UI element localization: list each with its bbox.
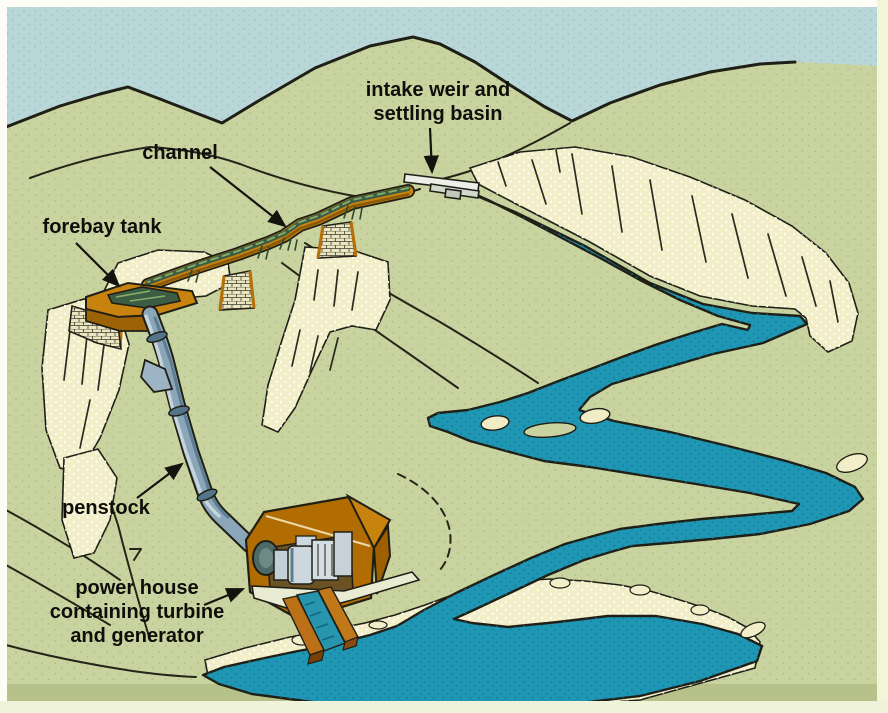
annotation-arrows bbox=[75, 127, 439, 607]
power-house bbox=[244, 493, 421, 665]
mountain-ridge-line bbox=[4, 35, 797, 129]
cliff-gully-strokes bbox=[497, 149, 839, 323]
turbine-generator-set bbox=[252, 531, 353, 585]
arrow-to-power-house bbox=[203, 587, 246, 607]
arrow-to-penstock bbox=[136, 462, 184, 499]
label-power-house: power house containing turbine and gener… bbox=[49, 577, 225, 647]
eroded-cliff bbox=[468, 146, 859, 353]
pipe-flanges bbox=[146, 331, 218, 502]
arrow-to-channel bbox=[209, 166, 287, 228]
penstock-pipe bbox=[140, 305, 259, 554]
river bbox=[201, 186, 868, 710]
intake-weir bbox=[403, 173, 480, 200]
headrace-channel bbox=[141, 184, 415, 292]
forebay-tank bbox=[68, 281, 199, 351]
label-forebay-tank: forebay tank bbox=[42, 216, 162, 238]
tailrace bbox=[281, 586, 359, 665]
river-islands bbox=[480, 407, 868, 639]
anchor-block bbox=[140, 358, 174, 393]
label-penstock: penstock bbox=[62, 497, 150, 519]
label-channel: channel bbox=[142, 142, 218, 164]
label-intake-weir: intake weir and settling basin bbox=[365, 79, 511, 125]
arrow-to-forebay-tank bbox=[75, 242, 121, 288]
grass-tufts bbox=[187, 205, 363, 283]
power-house-roof bbox=[345, 493, 392, 551]
arrow-to-intake-weir bbox=[423, 127, 439, 175]
